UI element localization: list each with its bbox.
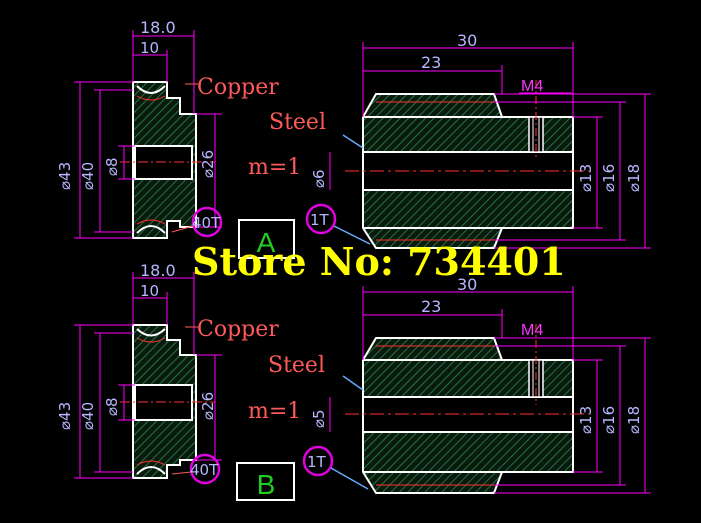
- worm-a-material: Steel: [269, 110, 326, 135]
- view-b: 18.0 10 ⌀43 ⌀40 ⌀8 ⌀26 40T Copper B: [56, 261, 651, 501]
- worm-b-dimensions: [329, 286, 651, 494]
- pinion-a-teeth: 40T: [192, 214, 221, 232]
- worm-a-length-thread: 23: [421, 53, 441, 72]
- pinion-a-dia-hub: ⌀26: [199, 150, 217, 178]
- pinion-b-width-hub: 10: [140, 282, 159, 300]
- worm-a-teeth-circle: [305, 203, 337, 235]
- pinion-b-dia-pitch: ⌀40: [79, 402, 97, 430]
- worm-b-screw: M4: [521, 322, 543, 339]
- pinion-b-width-total: 18.0: [140, 261, 176, 280]
- view-a: 18.0 10 ⌀43 ⌀40 ⌀8 ⌀26 40T Copper A: [56, 18, 651, 259]
- worm-b-length-total: 30: [457, 275, 477, 294]
- pinion-a-width-hub: 10: [140, 39, 159, 57]
- view-a-label: A: [257, 227, 276, 258]
- worm-b-teeth-circle: [302, 445, 334, 477]
- worm-a-dia-16: ⌀16: [600, 164, 618, 192]
- worm-b-dia-13: ⌀13: [577, 406, 595, 434]
- pinion-a-dia-bore: ⌀8: [103, 157, 121, 176]
- pinion-a-dia-pitch: ⌀40: [79, 162, 97, 190]
- pinion-a-dia-outer: ⌀43: [56, 162, 74, 190]
- pinion-b-dia-bore: ⌀8: [103, 397, 121, 416]
- pinion-a-material: Copper: [197, 75, 279, 100]
- view-b-label-box: [236, 462, 295, 501]
- worm-a: [345, 80, 590, 249]
- pinion-b-dia-outer: ⌀43: [56, 402, 74, 430]
- worm-a-dia-13: ⌀13: [577, 164, 595, 192]
- pinion-b-teeth: 40T: [190, 461, 219, 479]
- pinion-b-material: Copper: [197, 317, 279, 342]
- worm-a-dia-18: ⌀18: [625, 164, 643, 192]
- pinion-b-dimensions: [74, 272, 222, 479]
- worm-a-teeth: 1T: [310, 211, 330, 229]
- pinion-a-dimensions: [74, 30, 222, 239]
- pinion-b-dia-hub: ⌀26: [199, 392, 217, 420]
- worm-a-dia-bore: ⌀6: [310, 169, 328, 188]
- worm-b-dia-16: ⌀16: [600, 406, 618, 434]
- worm-b-module: m=1: [248, 399, 301, 424]
- pinion-a-width-total: 18.0: [140, 18, 176, 37]
- view-b-label: B: [257, 469, 276, 500]
- worm-a-module: m=1: [248, 155, 301, 180]
- store-watermark: Store No: 734401: [192, 239, 566, 284]
- worm-a-dimensions: [329, 42, 651, 249]
- worm-a-screw: M4: [521, 78, 543, 95]
- worm-b-material: Steel: [268, 353, 325, 378]
- worm-b-dia-bore: ⌀5: [310, 409, 328, 428]
- pinion-a: [120, 81, 215, 239]
- pinion-b-teeth-circle: [189, 453, 221, 485]
- worm-b-length-thread: 23: [421, 297, 441, 316]
- worm-a-length-total: 30: [457, 31, 477, 50]
- pinion-a-teeth-circle: [191, 206, 223, 238]
- worm-b-teeth: 1T: [307, 453, 327, 471]
- worm-b-dia-18: ⌀18: [625, 406, 643, 434]
- view-a-label-box: [238, 219, 295, 259]
- worm-b: [345, 324, 590, 494]
